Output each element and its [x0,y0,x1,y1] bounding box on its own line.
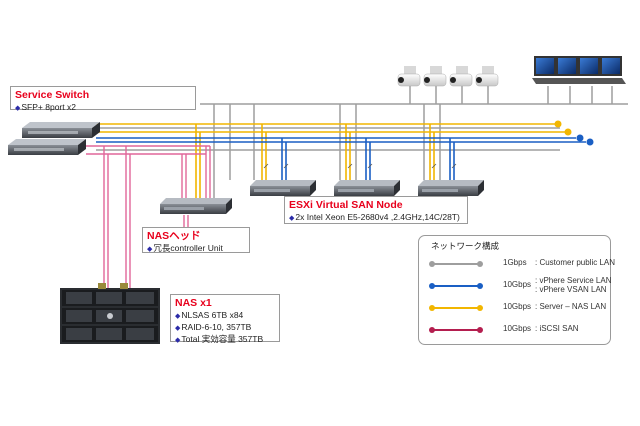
legend-desc-2: : vPhere VSAN LAN [535,285,607,294]
legend-dot [429,261,435,267]
service-switch-spec: SFP+ 8port x2 [21,102,76,112]
cctv-camera-icon [397,66,499,87]
nas-spec-total: Total 実効容量 357TB [181,334,264,344]
nas-label: NAS x1 ◆NLSAS 6TB x84 ◆RAID-6-10, 357TB … [170,294,280,344]
legend-speed: 10Gbps [503,280,532,289]
esxi-node-title: ESXi Virtual SAN Node [289,199,403,211]
network-legend: ネットワーク構成 1Gbps : Customer public LAN 10G… [418,235,615,345]
iscsi-san-lines [86,145,211,288]
nas-title: NAS x1 [175,297,212,309]
laptop-icon [532,56,626,84]
service-switch-icon [8,122,100,155]
legend-desc: : vPhere Service LAN [535,276,612,285]
legend-desc: : Server – NAS LAN [535,302,607,311]
legend-row-iscsi: 10Gbps : iSCSI SAN [419,320,610,340]
legend-speed: 1Gbps [503,258,527,267]
bullet-icon: ◆ [175,337,181,344]
legend-dot [429,327,435,333]
legend-speed: 10Gbps [503,302,532,311]
connector-marks [263,163,457,169]
legend-dot [429,305,435,311]
nas-lan-lines [96,123,566,200]
legend-line [431,307,481,309]
legend-dot [477,283,483,289]
legend-desc: : Customer public LAN [535,258,616,267]
nas-lan-endpoint [564,128,572,136]
bullet-icon: ◆ [147,246,153,253]
nas-head-server-icon [160,198,232,214]
vsphere-lan-endpoint [586,138,594,146]
vsphere-lan-endpoint [576,134,584,142]
nas-lan-endpoint [554,120,562,128]
legend-dot [477,261,483,267]
legend-title: ネットワーク構成 [431,241,500,251]
bullet-icon: ◆ [289,215,295,222]
esxi-node-label: ESXi Virtual SAN Node ◆2x Intel Xeon E5-… [284,196,468,224]
nas-head-title: NASヘッド [147,230,201,242]
legend-dot [477,327,483,333]
legend-line [431,329,481,331]
vsphere-lan-lines [96,137,586,180]
bullet-icon: ◆ [15,105,21,112]
bullet-icon: ◆ [175,325,181,332]
service-switch-label: Service Switch ◆SFP+ 8port x2 [10,86,196,112]
legend-row-nas: 10Gbps : Server – NAS LAN [419,298,610,318]
nas-spec-raid: RAID-6-10, 357TB [181,322,252,332]
nas-spec-disks: NLSAS 6TB x84 [181,310,244,320]
legend-dot [429,283,435,289]
legend-dot [477,305,483,311]
storage-array-icon [60,283,160,344]
legend-row-vsphere: 10Gbps : vPhere Service LAN : vPhere VSA… [419,276,612,296]
service-switch-title: Service Switch [15,89,90,101]
legend-line [431,263,481,265]
esxi-server-icon [250,180,484,196]
legend-row-public: 1Gbps : Customer public LAN [419,254,615,274]
bullet-icon: ◆ [175,313,181,320]
nas-head-label: NASヘッド ◆冗長controller Unit [142,227,250,253]
legend-desc: : iSCSI SAN [535,324,579,333]
legend-line [431,285,481,287]
legend-speed: 10Gbps [503,324,532,333]
nas-head-spec: 冗長controller Unit [153,243,223,253]
esxi-node-spec: 2x Intel Xeon E5-2680v4 ,2.4GHz,14C/28T) [295,212,460,222]
